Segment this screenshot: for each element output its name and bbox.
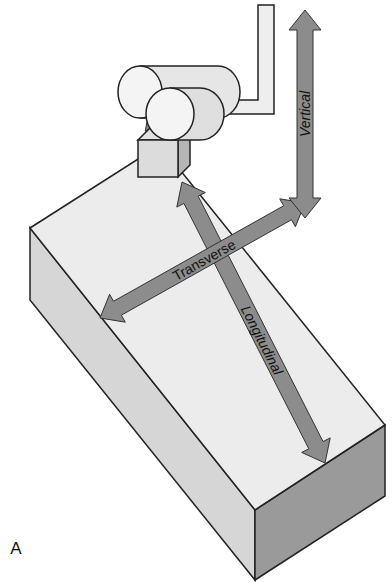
- vertical-arrow-group: [289, 10, 321, 218]
- axis-label: Vertical: [298, 91, 312, 137]
- panel-letter: A: [10, 540, 21, 557]
- pump-face: [146, 88, 194, 140]
- pump-base-front: [138, 140, 178, 177]
- vertical-arrow: [289, 10, 321, 218]
- block-top-face: [30, 145, 385, 510]
- transverse-arrow: [100, 199, 305, 322]
- axis-arrows: [100, 106, 330, 463]
